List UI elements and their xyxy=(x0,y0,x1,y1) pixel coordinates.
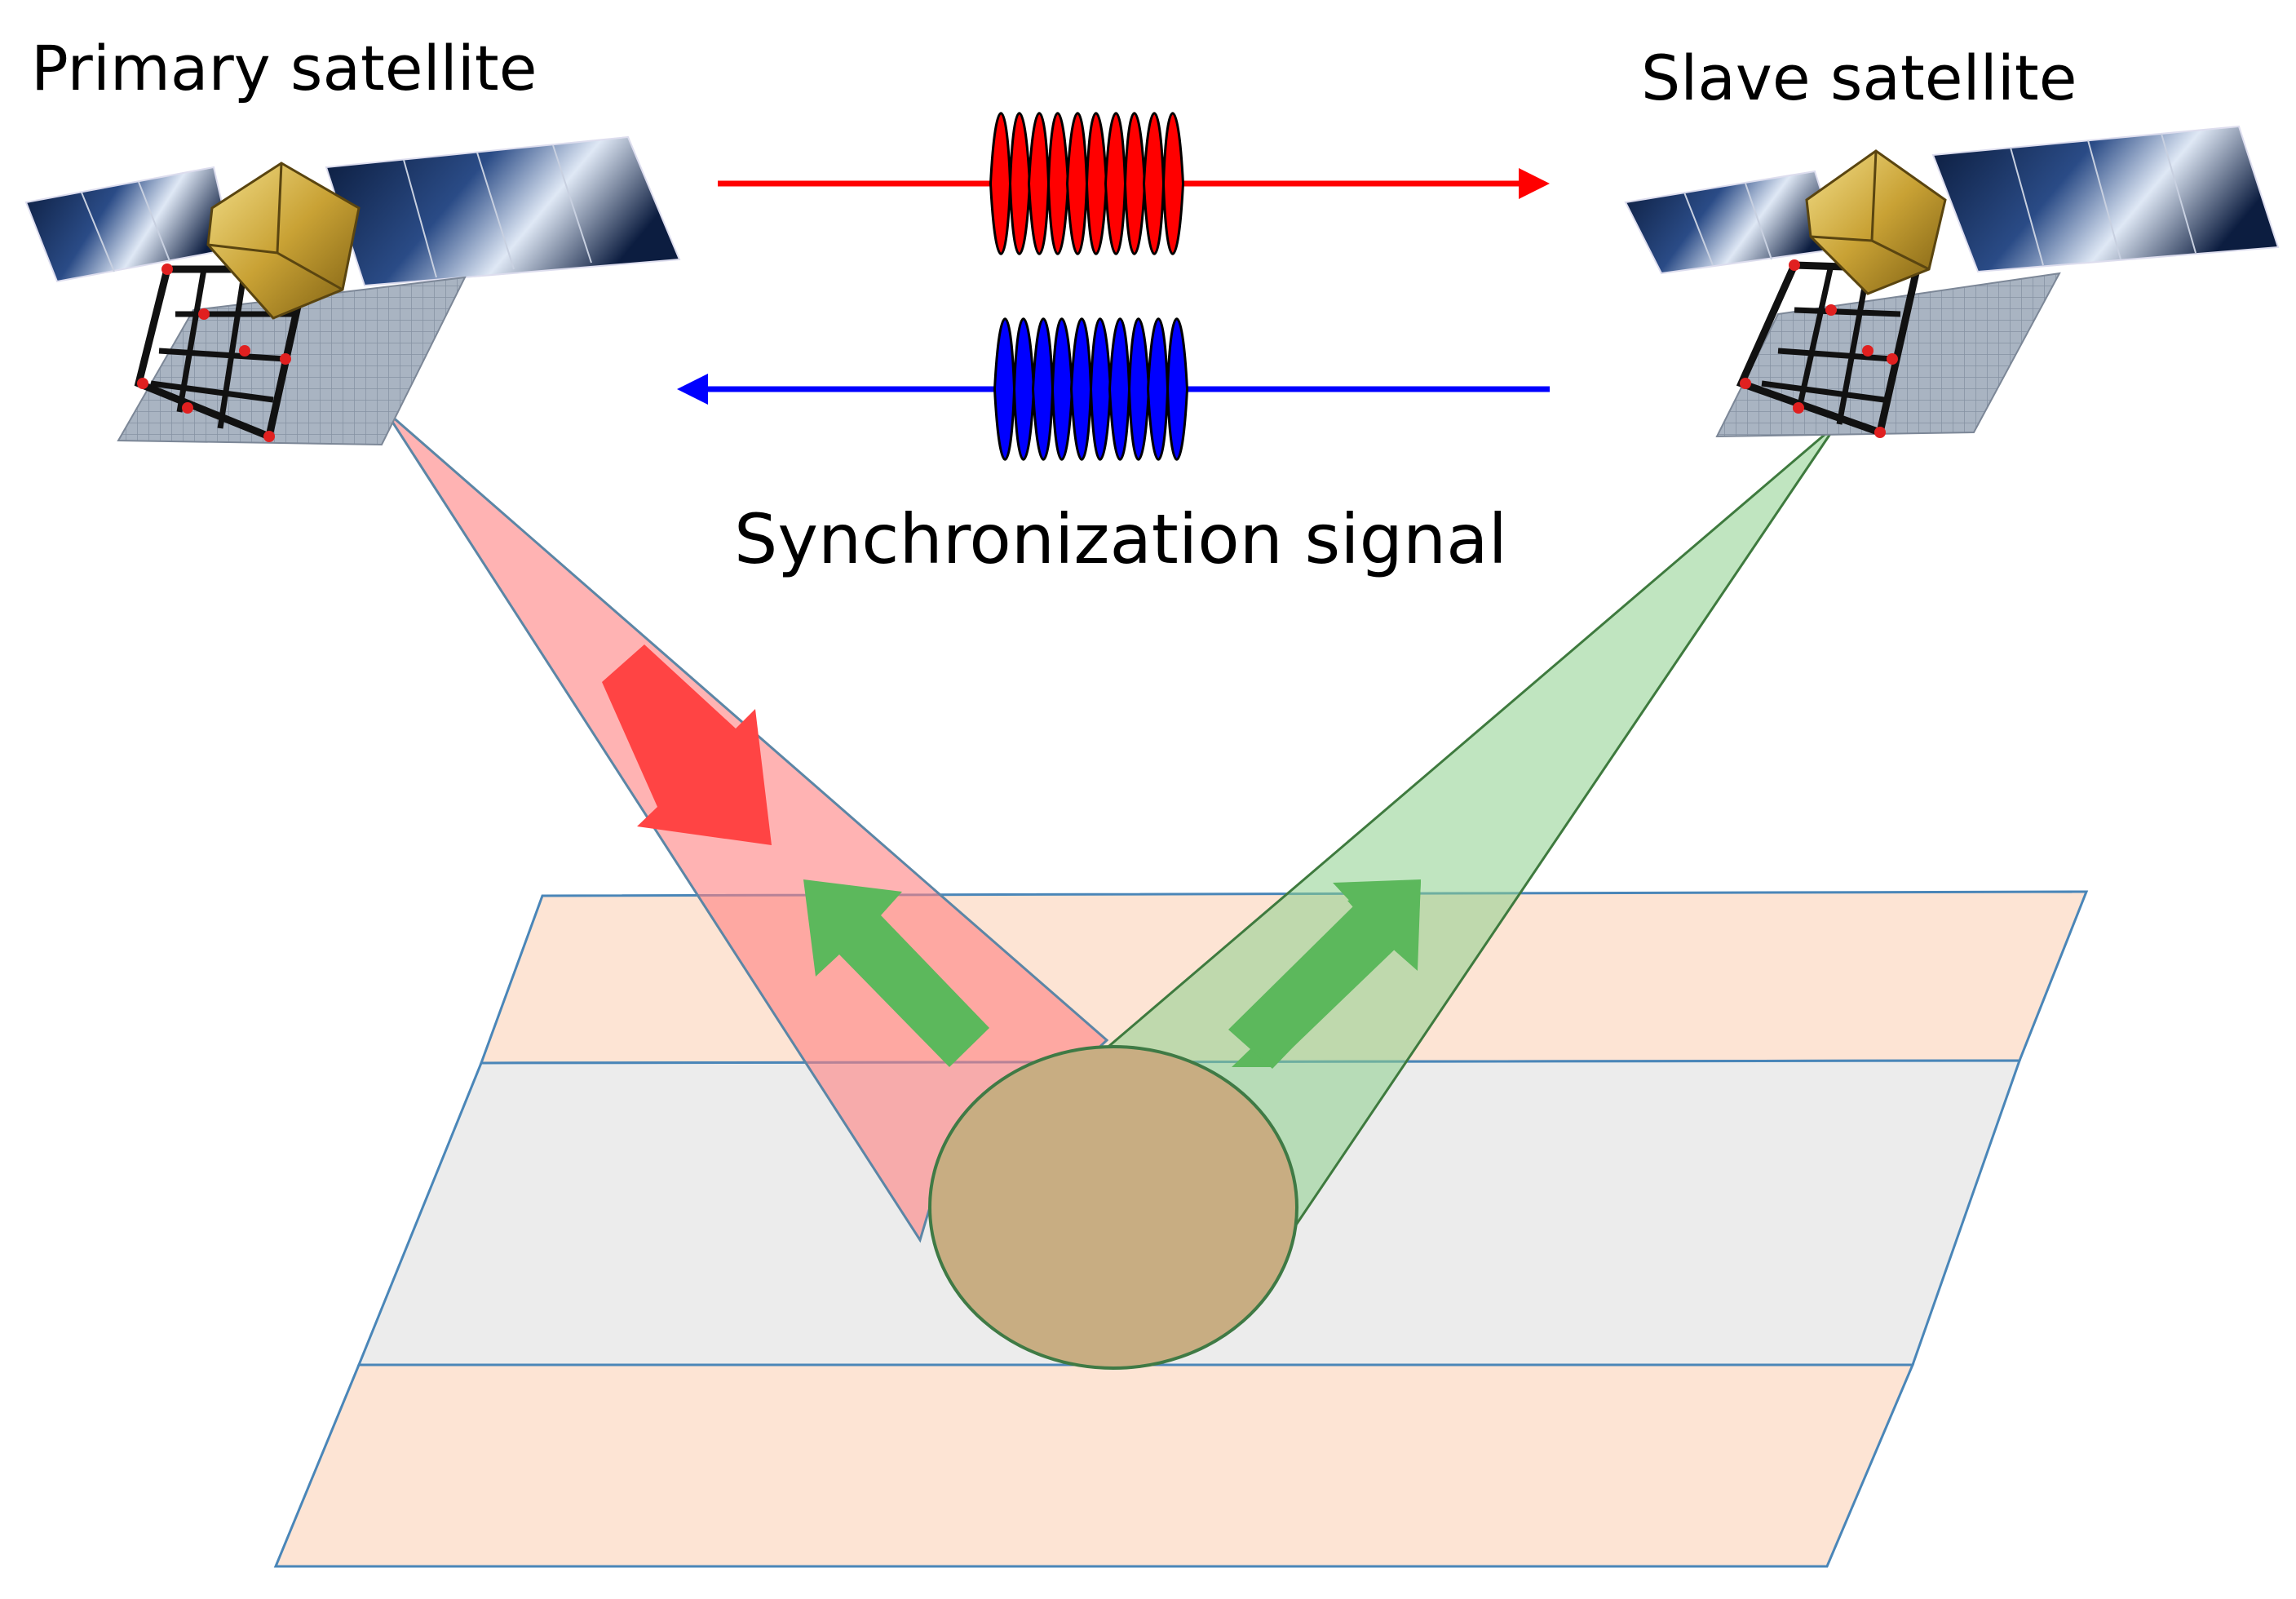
sync-signal-label: Synchronization signal xyxy=(734,499,1507,579)
sync-signal-forward xyxy=(718,112,1550,255)
pulse-lobe xyxy=(1142,112,1185,255)
ground-band-near xyxy=(273,1363,1915,1568)
primary-solar-panel-left xyxy=(24,166,234,283)
pulse-lobe xyxy=(993,317,1036,461)
primary-solar-panel-right xyxy=(325,135,681,287)
echo-arrow-to-slave-shaft xyxy=(1228,879,1421,1069)
pulse-lobe xyxy=(1108,317,1151,461)
pulse-lobe xyxy=(1104,112,1147,255)
pulse-lobe xyxy=(1031,317,1074,461)
slave-solar-panel-left xyxy=(1624,170,1841,275)
primary-satellite xyxy=(24,135,681,446)
pulse-lobe xyxy=(1069,317,1113,461)
pulse-lobe xyxy=(1027,112,1070,255)
primary-satellite-label: Primary satellite xyxy=(31,32,537,104)
pulse-lobe xyxy=(989,112,1032,255)
illuminated-footprint xyxy=(928,1045,1298,1370)
slave-satellite xyxy=(1624,125,2280,438)
sync-signal-return xyxy=(677,317,1550,461)
transmit-arrow xyxy=(602,644,772,845)
forward-arrowhead xyxy=(1519,168,1550,199)
forward-pulse xyxy=(989,112,1185,255)
return-pulse xyxy=(993,317,1189,461)
echo-arrow-to-primary xyxy=(803,879,989,1067)
return-arrowhead xyxy=(677,374,708,405)
pulse-lobe xyxy=(1065,112,1108,255)
slave-satellite-label: Slave satellite xyxy=(1641,42,2077,114)
slave-solar-panel-right xyxy=(1931,125,2280,273)
pulse-lobe xyxy=(1146,317,1189,461)
